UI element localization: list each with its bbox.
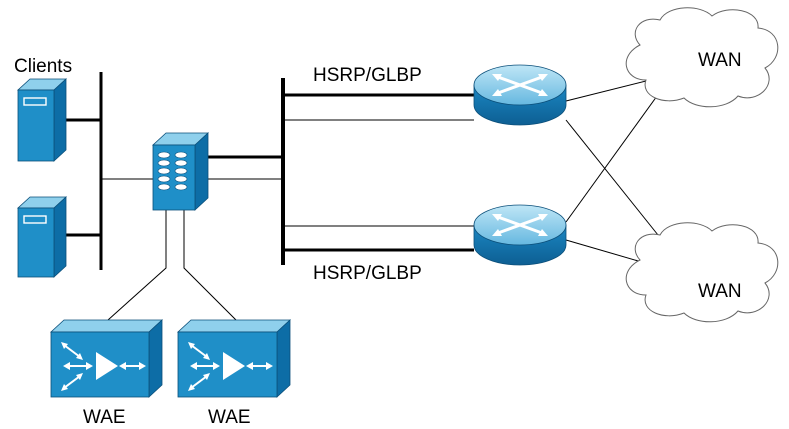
server-tower-icon: [16, 196, 68, 278]
client-server-1[interactable]: [16, 78, 68, 162]
wae-appliance-right[interactable]: [176, 319, 292, 398]
wan-cloud-top[interactable]: [625, 7, 779, 108]
wae-appliance-left[interactable]: [49, 319, 164, 398]
cloud-icon: [625, 7, 779, 108]
wae-appliance-icon: [49, 319, 164, 398]
router-top[interactable]: [473, 64, 567, 126]
wae-label-right: WAE: [208, 407, 251, 428]
wae-label-left: WAE: [83, 407, 126, 428]
multilayer-switch-icon: [151, 132, 210, 211]
hsrp-glbp-label-bottom: HSRP/GLBP: [313, 263, 422, 284]
switch-wae1-link: [107, 210, 167, 321]
router-bottom[interactable]: [473, 204, 567, 266]
switch-wae2-link: [183, 210, 237, 321]
cloud-icon: [625, 222, 779, 323]
wae-appliance-icon: [176, 319, 292, 398]
server-tower-icon: [16, 78, 68, 162]
hsrp-glbp-label-top: HSRP/GLBP: [313, 65, 422, 86]
connections: [66, 72, 671, 321]
wan-cloud-bottom[interactable]: [625, 222, 779, 323]
wan-label-top: WAN: [698, 50, 742, 71]
router-icon: [473, 64, 567, 126]
wan-label-bottom: WAN: [698, 281, 742, 302]
router-icon: [473, 204, 567, 266]
multilayer-switch[interactable]: [151, 132, 210, 211]
router2-wan1-link: [565, 77, 671, 223]
client-server-2[interactable]: [16, 196, 68, 278]
router1-wan2-link: [565, 119, 671, 251]
clients-label: Clients: [14, 56, 72, 77]
